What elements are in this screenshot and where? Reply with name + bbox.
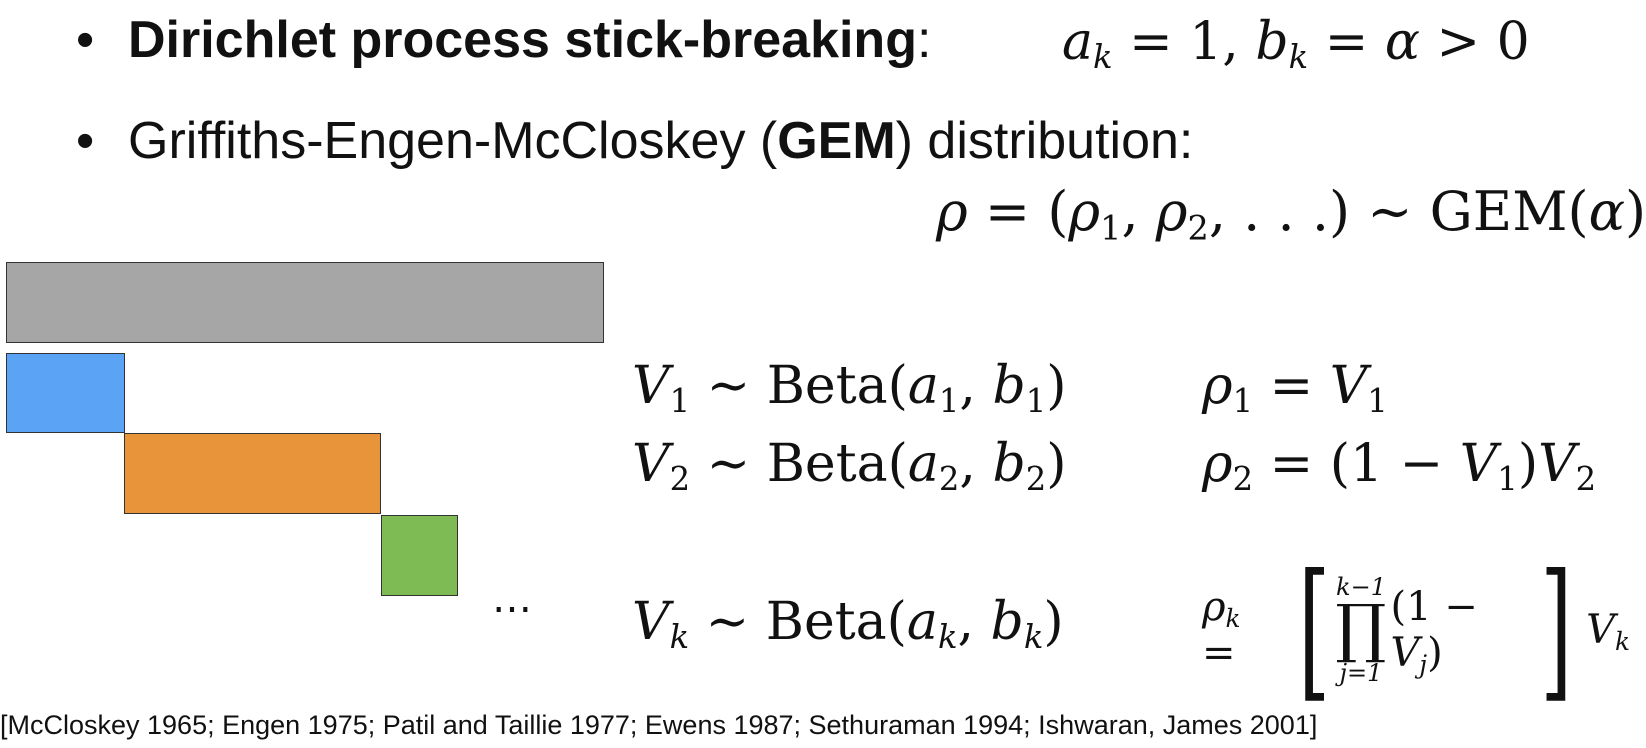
stick-total: [6, 262, 604, 343]
equation-vk: Vk ∼ Beta(ak, bk): [632, 592, 1064, 657]
ellipsis-dots: ⋯: [492, 586, 532, 632]
bullet-dp-stick-breaking: • Dirichlet process stick-breaking:: [76, 14, 931, 66]
equation-rho2: ρ2 = (1 − V1)V2: [1202, 434, 1597, 499]
bullet-dot: •: [76, 112, 95, 170]
citation-line: [McCloskey 1965; Engen 1975; Patil and T…: [0, 710, 1318, 740]
equation-v2: V2 ∼ Beta(a2, b2): [632, 434, 1067, 499]
bullet-gem-distribution: • Griffiths-Engen-McCloskey (GEM) distrib…: [76, 115, 1193, 167]
stick-piece-2: [124, 433, 381, 514]
bullet-dot: •: [76, 11, 95, 69]
bullet-gem-bold: GEM: [777, 112, 896, 170]
stick-piece-3: [381, 515, 458, 596]
equation-v1: V1 ∼ Beta(a1, b1): [632, 356, 1067, 421]
bullet-gem-pre: Griffiths-Engen-McCloskey (: [128, 112, 778, 170]
equation-rho1: ρ1 = V1: [1202, 356, 1388, 421]
dp-parameters-math: ak = 1, bk = α > 0: [1062, 12, 1530, 77]
bullet-colon: :: [916, 11, 932, 69]
equation-rhok: ρk = [ k−1 ∏ j=1 (1 − Vj) ] Vk: [1202, 543, 1630, 717]
gem-equation: ρ = (ρ1, ρ2, . . .) ∼ GEM(α): [936, 180, 1646, 248]
stick-piece-1: [6, 353, 125, 433]
bullet-gem-post: ) distribution:: [895, 112, 1194, 170]
bullet-title: Dirichlet process stick-breaking: [128, 11, 917, 69]
